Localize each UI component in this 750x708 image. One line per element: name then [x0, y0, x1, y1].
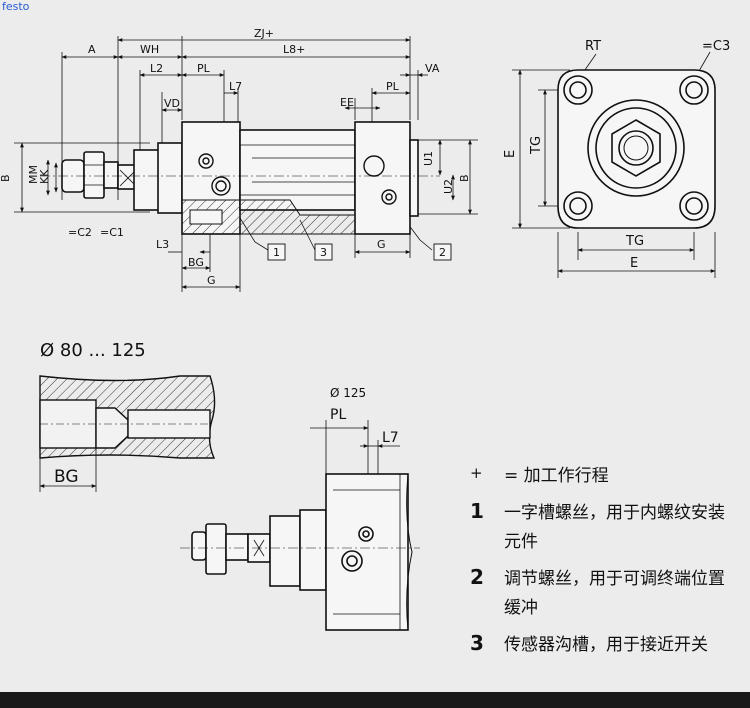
dim-pl: PL [197, 62, 211, 75]
dim-b: B [0, 174, 12, 182]
end-view-dimensions [512, 51, 716, 278]
bottom-bar [0, 692, 750, 708]
legend-row-plus: + = 加工作行程 [470, 462, 740, 491]
dim-vd: VD [164, 97, 180, 110]
legend-text-1: 一字槽螺丝，用于内螺纹安装元件 [504, 503, 725, 552]
front-view-labels: A WH ZJ+ L8+ L2 PL L7 VD VA PL EE B MM K… [0, 27, 471, 287]
dim-va: VA [425, 62, 440, 75]
end-view-labels: RT =C3 E TG TG E [503, 39, 730, 271]
legend-text-3: 传感器沟槽，用于接近开关 [504, 635, 708, 655]
dim-u2: U2 [442, 179, 455, 194]
dim-tg-bottom: TG [625, 234, 644, 249]
dim-g: G [207, 274, 216, 287]
section-bg: BG [54, 467, 79, 487]
dim-wh: WH [140, 43, 159, 56]
dim-b-right: B [458, 174, 471, 182]
legend-text-2: 调节螺丝，用于可调终端位置缓冲 [504, 569, 725, 618]
detail-pl: PL [330, 407, 346, 423]
dim-zj: ZJ+ [254, 27, 274, 40]
front-view-body [61, 121, 419, 235]
end-view-body [557, 69, 716, 229]
section-view [39, 375, 216, 492]
dim-bg: BG [188, 256, 204, 269]
legend-key-2: 2 [470, 565, 484, 589]
callout-1: 1 [273, 246, 280, 259]
legend-text-plus: = 加工作行程 [504, 466, 609, 486]
callout-boxes [267, 243, 452, 261]
dim-pl-right: PL [386, 80, 400, 93]
dim-af2: =C2 [68, 226, 92, 239]
legend-key-3: 3 [470, 631, 484, 655]
callout-2: 2 [439, 246, 446, 259]
dim-g-right: G [377, 238, 386, 251]
dim-rt: RT [585, 39, 601, 54]
detail-diameter: Ø 125 [330, 386, 366, 400]
dim-e: E [503, 150, 518, 158]
dim-l3: L3 [156, 238, 169, 251]
legend-row-3: 3 传感器沟槽，用于接近开关 [470, 631, 740, 660]
front-view-ports [198, 153, 397, 205]
dim-mm: MM [27, 165, 40, 184]
dim-l8: L8+ [283, 43, 305, 56]
detail-view-body [191, 473, 409, 631]
dim-e-bottom: E [630, 256, 638, 271]
dim-a: A [88, 43, 96, 56]
dim-l2: L2 [150, 62, 163, 75]
front-view-cutaway [181, 199, 356, 235]
dim-tg: TG [529, 136, 544, 155]
legend-row-1: 1 一字槽螺丝，用于内螺纹安装元件 [470, 499, 740, 557]
detail-l7: L7 [382, 430, 399, 446]
dim-ee: EE [340, 96, 354, 109]
section-title: Ø 80 ... 125 [40, 340, 146, 361]
dim-kk: KK [38, 169, 51, 184]
brand-label: festo [2, 0, 30, 13]
dim-af3: =C3 [702, 39, 730, 54]
dim-l7: L7 [229, 80, 242, 93]
dim-u1: U1 [422, 151, 435, 166]
detail-view-labels: Ø 125 PL L7 [330, 386, 399, 446]
legend: + = 加工作行程 1 一字槽螺丝，用于内螺纹安装元件 2 调节螺丝，用于可调终… [470, 462, 740, 668]
legend-key-plus: + [470, 464, 483, 482]
legend-row-2: 2 调节螺丝，用于可调终端位置缓冲 [470, 565, 740, 623]
legend-key-1: 1 [470, 499, 484, 523]
dim-af1: =C1 [100, 226, 124, 239]
callout-3: 3 [320, 246, 327, 259]
